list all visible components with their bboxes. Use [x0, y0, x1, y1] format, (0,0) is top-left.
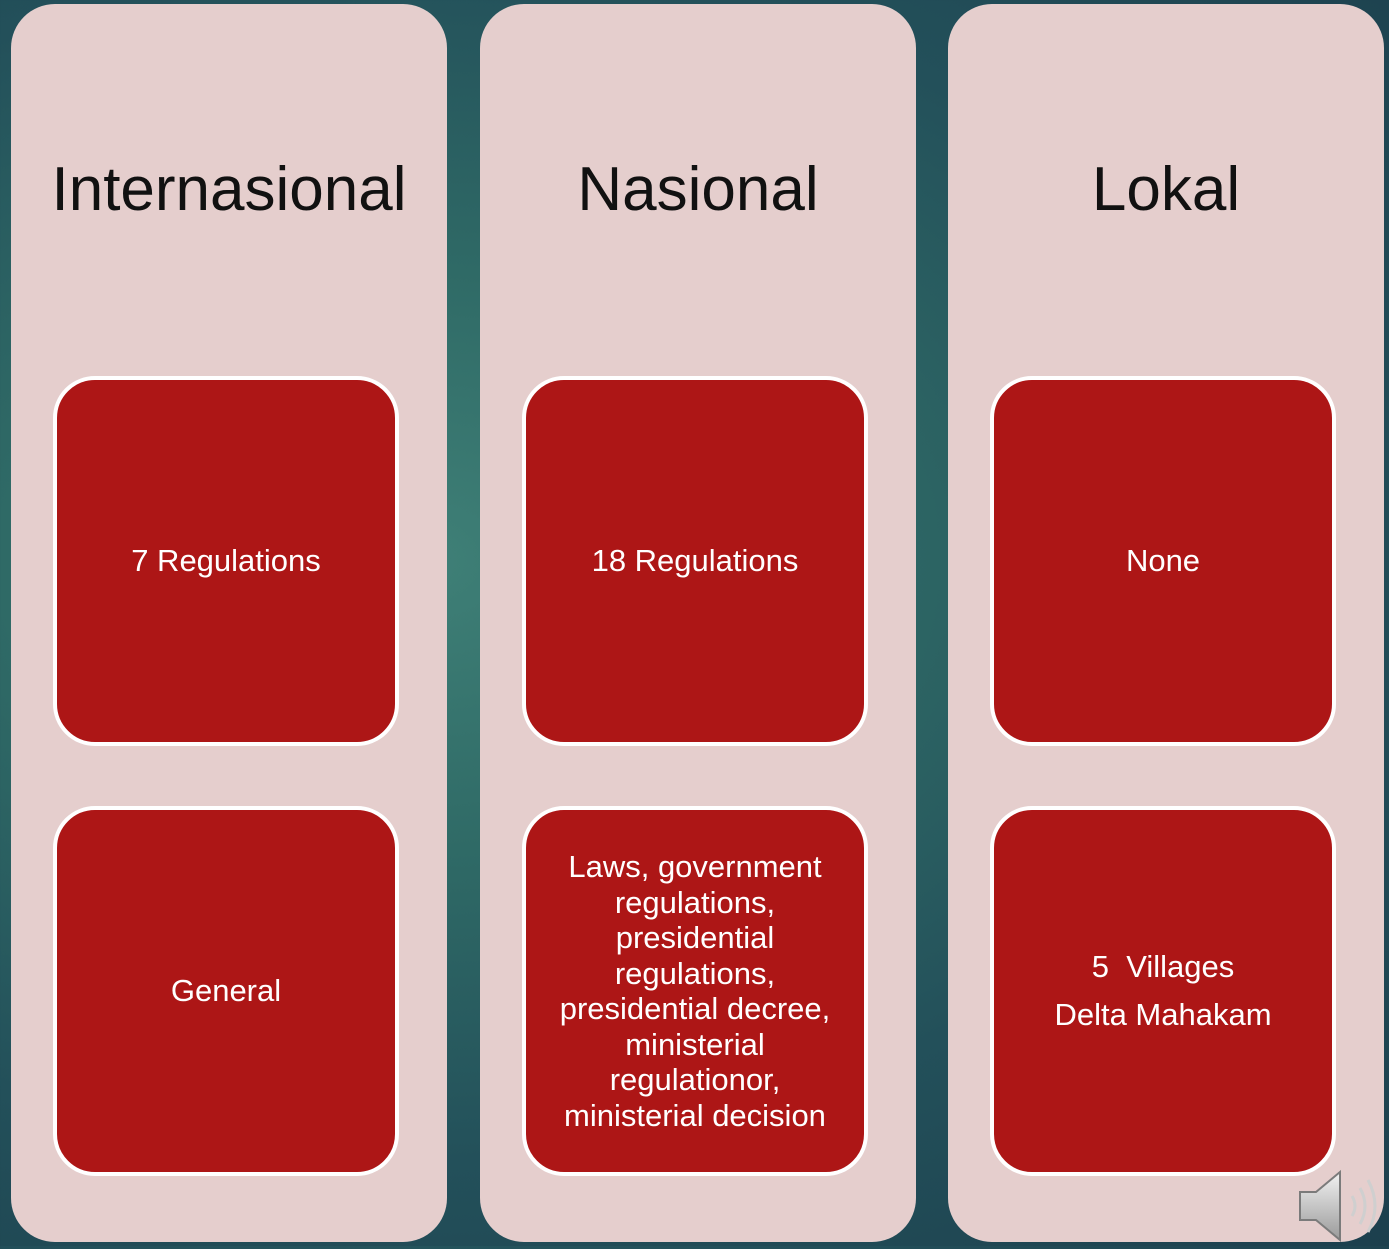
card-regulation-scope: Laws, government regulations, presidenti…	[522, 806, 868, 1176]
card-text: General	[170, 973, 282, 1008]
column-title: Nasional	[577, 155, 819, 224]
card-line-villages: 5 Villages	[1091, 949, 1235, 984]
column-nasional: Nasional 18 Regulations Laws, government…	[480, 4, 916, 1242]
column-title: Lokal	[1091, 155, 1241, 224]
card-text: 7 Regulations	[131, 543, 321, 578]
card-regulation-count: None	[990, 376, 1336, 746]
card-regulation-scope: General	[53, 806, 399, 1176]
speaker-icon[interactable]	[1296, 1166, 1386, 1244]
card-regulation-scope: 5 Villages Delta Mahakam	[990, 806, 1336, 1176]
card-regulation-count: 18 Regulations	[522, 376, 868, 746]
card-regulation-count: 7 Regulations	[53, 376, 399, 746]
speaker-icon-graphic	[1299, 1169, 1377, 1243]
column-title: Internasional	[51, 155, 407, 224]
column-lokal: Lokal None 5 Villages Delta Mahakam	[948, 4, 1384, 1242]
card-text: 18 Regulations	[591, 543, 799, 578]
card-text: Laws, government regulations, presidenti…	[559, 849, 831, 1133]
column-internasional: Internasional 7 Regulations General	[11, 4, 447, 1242]
card-text: None	[1125, 543, 1201, 578]
card-line-location: Delta Mahakam	[1054, 997, 1272, 1032]
